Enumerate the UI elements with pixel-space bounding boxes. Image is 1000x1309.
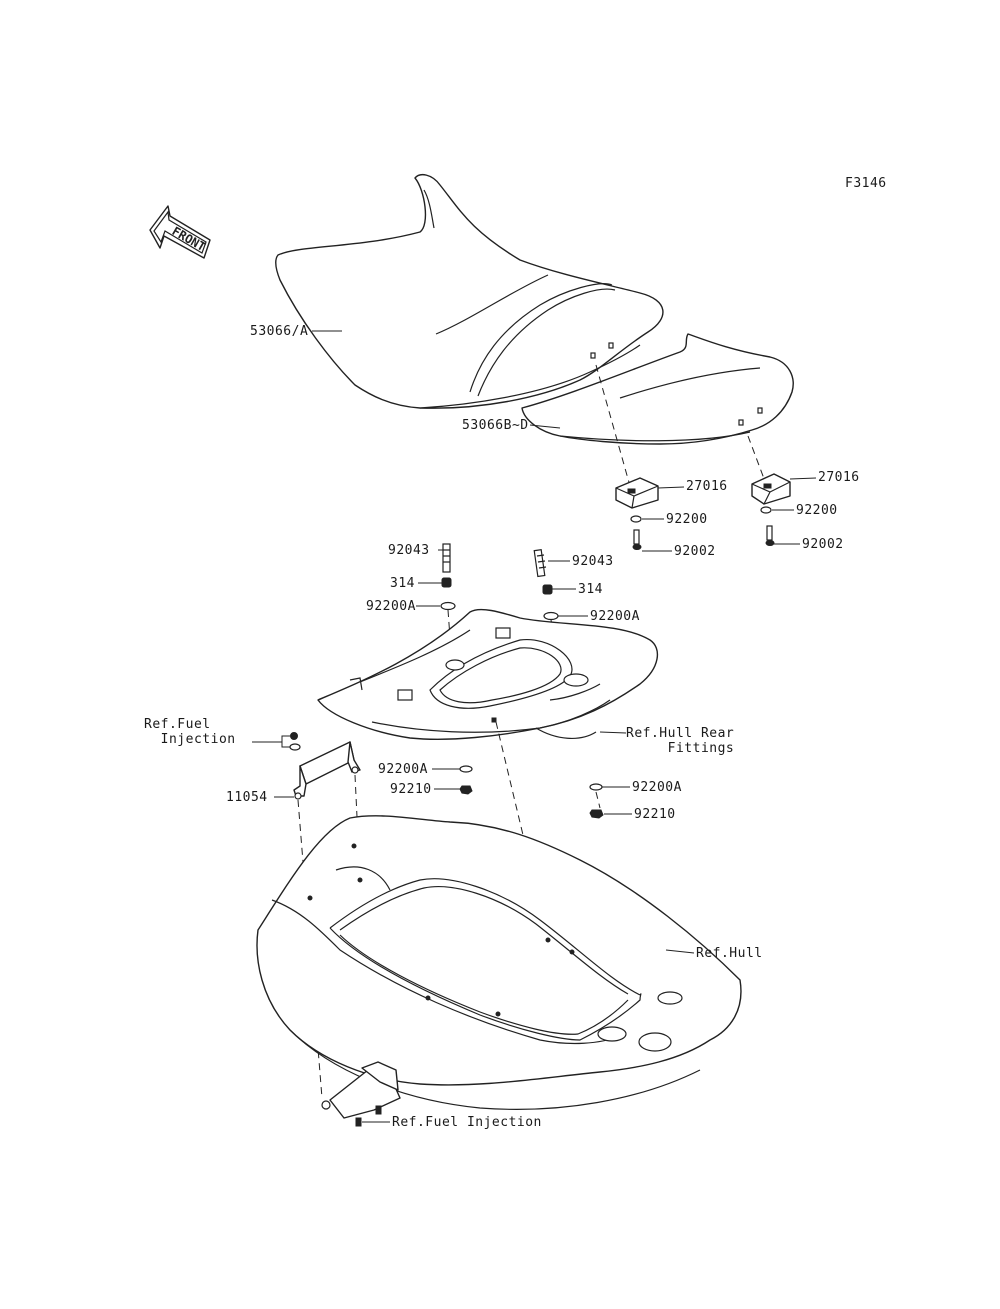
bolt-right bbox=[765, 525, 775, 546]
label-collar-right: 314 bbox=[578, 582, 603, 597]
front-arrow-icon: FRONT bbox=[149, 205, 211, 259]
label-ref-hull-rear-fittings: Ref.Hull Rear Fittings bbox=[626, 726, 735, 756]
label-bolt-left: 92002 bbox=[674, 544, 716, 559]
stud-left bbox=[442, 543, 451, 573]
label-ref-fuel-injection-bottom: Ref.Fuel Injection bbox=[392, 1115, 542, 1130]
label-washer-a-lower-left: 92200A bbox=[378, 762, 428, 777]
label-stud-left: 92043 bbox=[388, 543, 430, 558]
leader-lines bbox=[252, 330, 817, 1123]
seat-hole-icon bbox=[608, 342, 614, 349]
label-nut-lower-right: 92210 bbox=[634, 807, 676, 822]
label-bracket-right: 27016 bbox=[818, 470, 860, 485]
label-front-seat: 53066/A bbox=[250, 324, 309, 339]
bolt-left bbox=[632, 529, 642, 550]
label-washer-right: 92200 bbox=[796, 503, 838, 518]
label-ref-fuel-injection-top: Ref.Fuel Injection bbox=[144, 717, 236, 747]
seat-hole-icon bbox=[590, 352, 596, 359]
label-washer-a-upper-left: 92200A bbox=[366, 599, 416, 614]
bracket-right bbox=[751, 473, 791, 505]
label-rear-seat: 53066B~D bbox=[462, 418, 529, 433]
bracket-11054 bbox=[289, 732, 361, 800]
fuel-injection-mount bbox=[321, 1061, 401, 1127]
hull bbox=[256, 815, 742, 1110]
label-nut-lower-left: 92210 bbox=[390, 782, 432, 797]
label-bracket-left: 27016 bbox=[686, 479, 728, 494]
label-washer-a-upper-right: 92200A bbox=[590, 609, 640, 624]
figure-code: F3146 bbox=[845, 176, 887, 191]
label-bracket-11054: 11054 bbox=[226, 790, 268, 805]
stud-right bbox=[533, 549, 547, 578]
front-seat bbox=[275, 173, 664, 409]
rear-seat bbox=[521, 333, 794, 445]
label-collar-left: 314 bbox=[390, 576, 415, 591]
seat-hole-icon bbox=[738, 419, 744, 426]
label-stud-right: 92043 bbox=[572, 554, 614, 569]
label-ref-hull: Ref.Hull bbox=[696, 946, 763, 961]
seat-hole-icon bbox=[757, 407, 763, 414]
rear-fitting-tray bbox=[317, 608, 659, 740]
label-washer-a-lower-right: 92200A bbox=[632, 780, 682, 795]
label-bolt-right: 92002 bbox=[802, 537, 844, 552]
bracket-left bbox=[615, 477, 659, 509]
label-washer-left: 92200 bbox=[666, 512, 708, 527]
